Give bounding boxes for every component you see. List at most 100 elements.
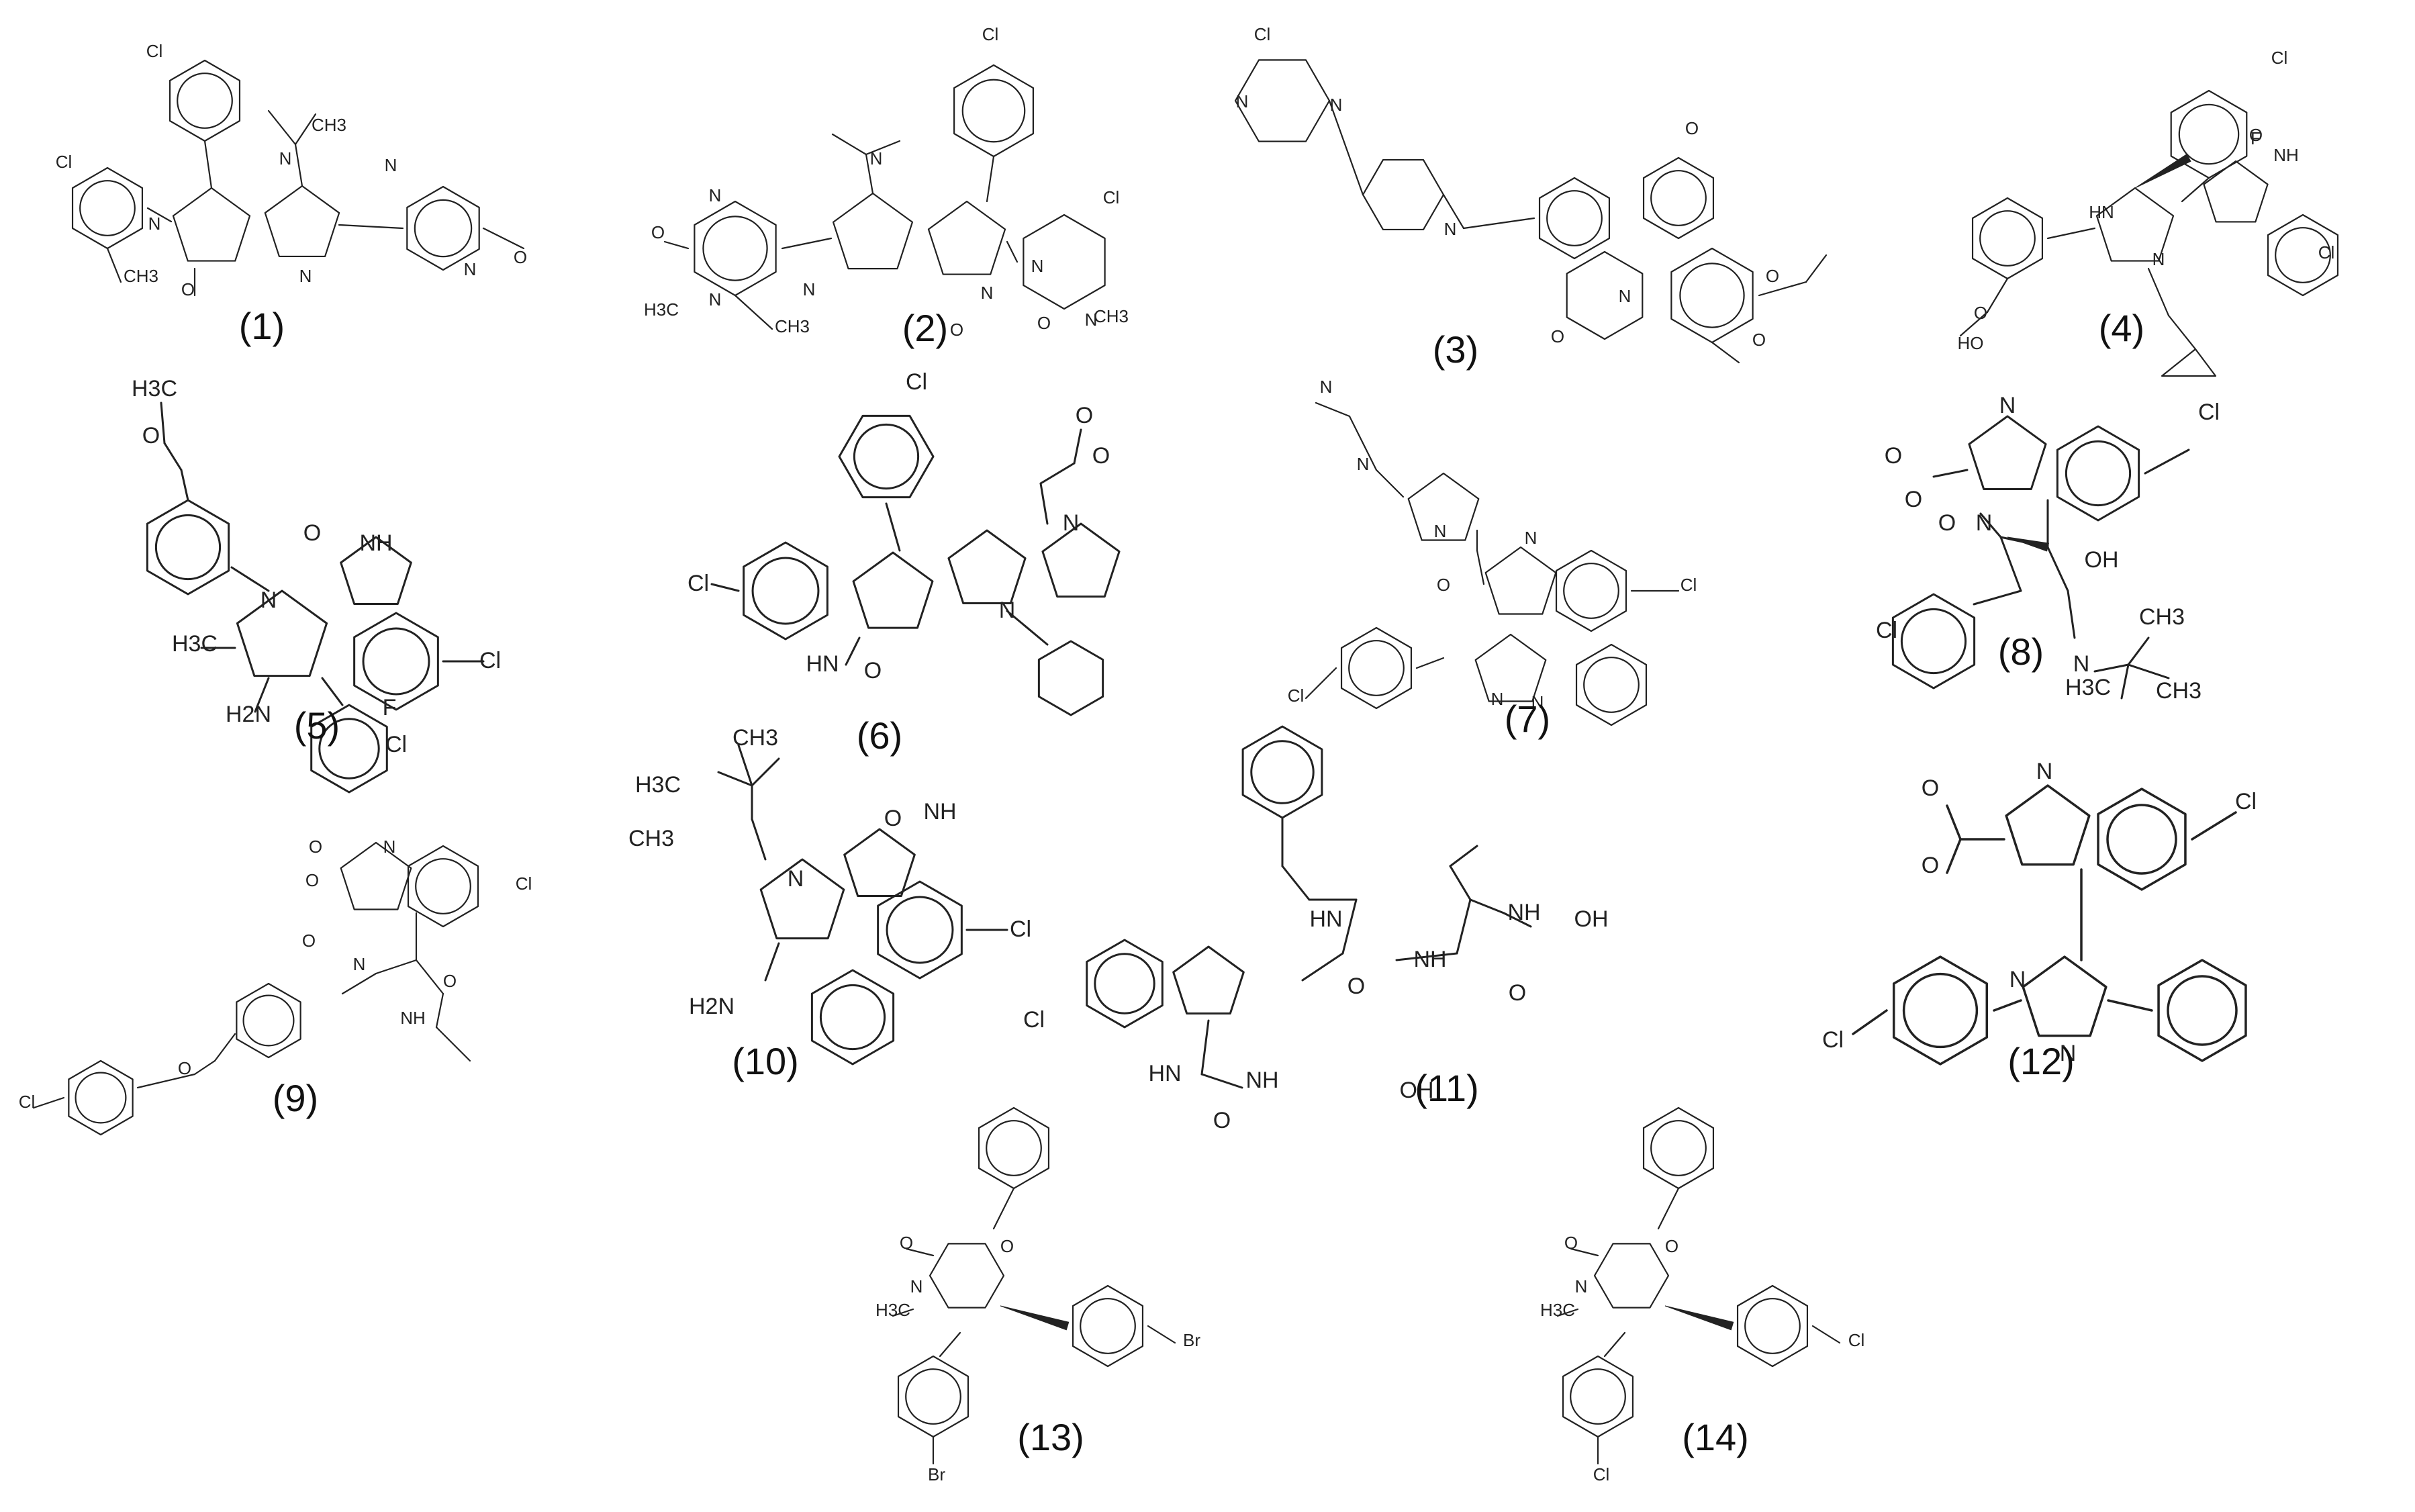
- atom-label: NH: [2273, 145, 2299, 165]
- atom-label: O: [1938, 510, 1956, 536]
- atom-label: N: [2060, 1041, 2077, 1066]
- atom-label: Cl: [1822, 1027, 1844, 1053]
- atom-label: Cl: [2271, 48, 2288, 68]
- atom-label: HN: [1309, 906, 1342, 932]
- atom-label: OH: [2085, 547, 2119, 573]
- atom-label: N: [999, 598, 1016, 623]
- atom-label: H3C: [875, 1300, 910, 1320]
- atom-label: Cl: [1876, 618, 1897, 643]
- atom-label: N: [1434, 521, 1447, 541]
- atom-label: O: [309, 837, 322, 857]
- atom-label: CH3: [628, 826, 674, 851]
- compound-label-6: (6): [857, 714, 902, 757]
- atom-label: Cl: [906, 369, 927, 395]
- compound-label-8: (8): [1998, 630, 2044, 673]
- atom-label: Cl: [688, 571, 709, 596]
- atom-label: N: [1031, 256, 1044, 276]
- atom-label: Cl: [1680, 575, 1697, 595]
- atom-label: O: [1092, 443, 1110, 469]
- atom-label: N: [464, 259, 477, 279]
- atom-label: N: [788, 866, 804, 892]
- atom-label: N: [383, 837, 396, 857]
- atom-label: CH3: [2139, 604, 2185, 630]
- compound-label-7: (7): [1505, 698, 1550, 740]
- atom-label: O: [1766, 266, 1779, 286]
- atom-label: Cl: [982, 24, 999, 44]
- atom-label: O: [303, 520, 321, 546]
- atom-label: O: [1685, 118, 1699, 138]
- atom-label: O: [1752, 330, 1766, 350]
- atom-label: F: [2251, 128, 2261, 148]
- atom-label: CH3: [124, 266, 158, 286]
- compound-label-12: (12): [2007, 1040, 2075, 1082]
- compound-label-11: (11): [1415, 1067, 1478, 1109]
- atom-label: HN: [806, 651, 839, 677]
- atom-label: N: [2152, 249, 2165, 269]
- atom-label: O: [1922, 775, 1939, 801]
- atom-label: Cl: [2198, 399, 2220, 425]
- atom-label: CH3: [732, 725, 778, 751]
- compound-label-5: (5): [294, 704, 340, 747]
- atom-label: N: [1330, 95, 1343, 115]
- atom-label: N: [148, 214, 161, 234]
- atom-label: O: [884, 806, 902, 831]
- atom-label: N: [1531, 692, 1544, 712]
- atom-label: N: [353, 954, 366, 974]
- atom-label: H2N: [689, 994, 735, 1019]
- atom-label: N: [1236, 91, 1249, 111]
- compound-label-10: (10): [732, 1040, 799, 1082]
- atom-label: N: [1491, 689, 1504, 709]
- atom-label: Br: [1183, 1330, 1200, 1350]
- atom-label: O: [1437, 575, 1450, 595]
- atom-label: Cl: [2235, 789, 2257, 814]
- atom-label: Cl: [1288, 686, 1305, 706]
- atom-label: N: [1575, 1276, 1588, 1296]
- atom-label: N: [981, 283, 994, 303]
- atom-label: N: [1525, 528, 1537, 548]
- atom-label: OH: [1574, 906, 1609, 932]
- atom-label: O: [651, 222, 665, 242]
- atom-label: O: [2249, 125, 2263, 145]
- atom-label: O: [142, 423, 160, 448]
- atom-label: NH: [400, 1008, 426, 1028]
- compound-label-9: (9): [273, 1077, 318, 1119]
- atom-label: O: [900, 1233, 913, 1253]
- atom-label: NH: [359, 530, 392, 556]
- atom-label: O: [1885, 443, 1902, 469]
- atom-label: N: [1320, 377, 1333, 397]
- atom-label: N: [2036, 759, 2053, 784]
- atom-label: Cl: [1593, 1464, 1610, 1484]
- atom-label: Cl: [479, 648, 501, 673]
- atom-label: Cl: [516, 873, 532, 894]
- atom-label: N: [870, 148, 883, 169]
- atom-label: N: [2073, 651, 2090, 677]
- atom-label: N: [279, 148, 292, 169]
- atom-label: N: [803, 279, 816, 299]
- atom-label: O: [1665, 1236, 1678, 1256]
- atom-label: CH3: [2156, 678, 2201, 704]
- atom-label: NH: [1245, 1068, 1278, 1093]
- atom-label: O: [1347, 974, 1365, 999]
- atom-label: O: [1974, 303, 1987, 323]
- atom-label: N: [1619, 286, 1631, 306]
- atom-label: N: [709, 185, 722, 205]
- atom-label: NH: [923, 799, 956, 824]
- atom-label: N: [385, 155, 397, 175]
- atom-label: N: [1085, 310, 1098, 330]
- atom-label: O: [178, 1058, 191, 1078]
- atom-label: N: [709, 289, 722, 310]
- atom-label: N: [2009, 967, 2026, 992]
- atom-label: O: [1037, 313, 1051, 333]
